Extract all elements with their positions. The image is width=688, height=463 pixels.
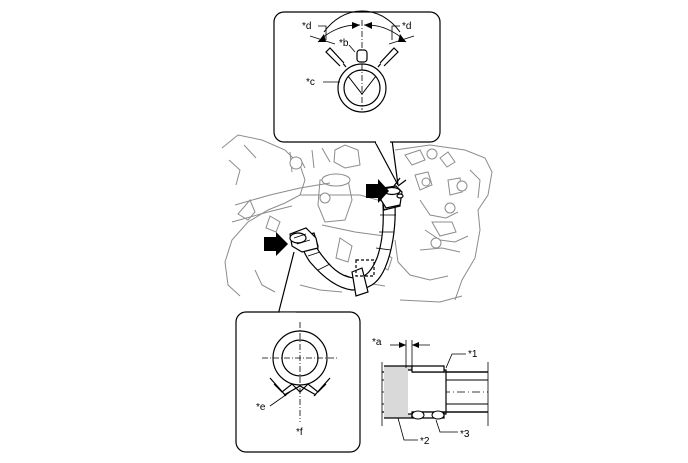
engine-bolts <box>289 148 468 249</box>
callout-label-a: *a <box>372 337 382 348</box>
callout-label-d-left: *d <box>302 21 311 32</box>
top-detail-callout <box>273 11 441 186</box>
engine-background <box>221 134 493 303</box>
arrow-lower <box>264 232 288 256</box>
callout-label-e: *e <box>256 402 266 413</box>
clamp-lower <box>289 227 319 253</box>
top-dimension-arrowheads <box>318 22 406 42</box>
callout-label-2: *2 <box>420 436 430 447</box>
callout-label-d-right: *d <box>402 21 411 32</box>
bottom-leaders <box>269 391 291 407</box>
side-view-panel <box>381 342 489 450</box>
callout-label-c: *c <box>306 77 315 88</box>
callout-label-3: *3 <box>460 429 470 440</box>
top-clamp-detail <box>309 10 415 113</box>
callout-label-b: *b <box>339 38 349 49</box>
top-leaders <box>318 25 400 83</box>
bottom-detail-callout <box>235 251 361 453</box>
marking-dashed-box <box>355 259 375 277</box>
callout-label-1: *1 <box>468 349 478 360</box>
dimension-a-arrows <box>399 342 419 348</box>
arrow-upper <box>366 179 389 203</box>
side-view-leaders <box>397 353 466 441</box>
callout-label-f: *f <box>296 427 303 438</box>
radiator-hose <box>299 204 396 297</box>
